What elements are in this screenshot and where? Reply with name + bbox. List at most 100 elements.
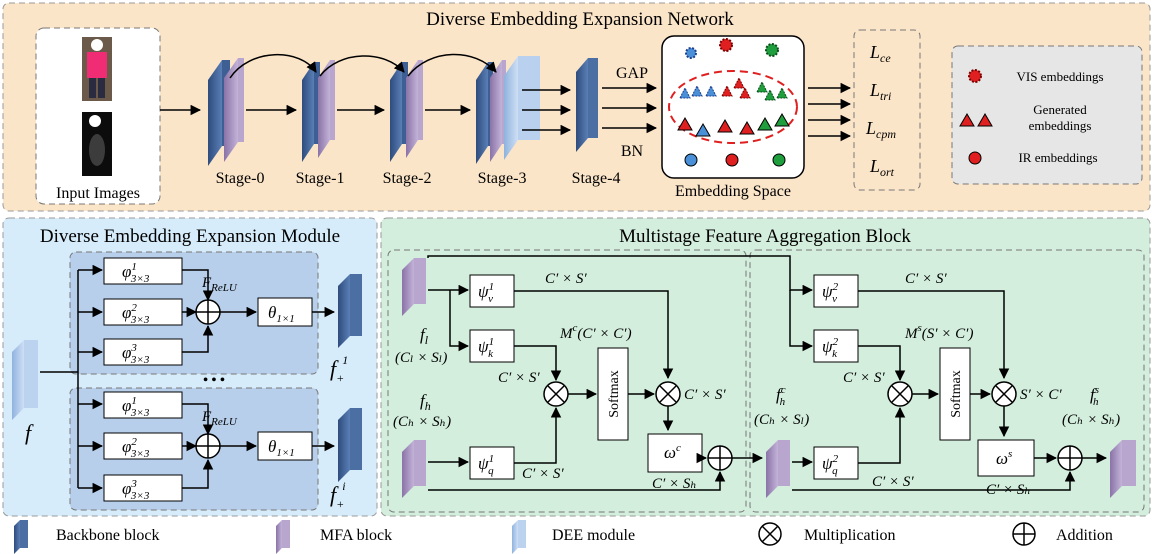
mfa-left-fl-block (402, 258, 426, 316)
dee-input-symbol: f (25, 420, 34, 445)
backbone-legend-label: Backbone block (56, 527, 160, 544)
dee-theta-1-label: θ1×1 (268, 303, 295, 325)
dee-conv-i-2 (103, 432, 183, 460)
ir-legend-icon (968, 151, 982, 165)
mfa-fl-dim: (Cₗ × Sₗ) (395, 350, 447, 366)
mfa-right-fhc-block (766, 440, 790, 498)
stage-3-label: Stage-3 (478, 170, 527, 187)
dee-legend-label: DEE module (552, 527, 635, 544)
stage-0-label: Stage-0 (216, 170, 265, 187)
dee-relu-label-1: FReLU (201, 275, 238, 294)
dee-theta-1 (257, 297, 313, 327)
embedding-space-box (661, 35, 805, 179)
mfa-left-cs-h: C′ × Sₕ (652, 476, 697, 492)
embedding-legend-box (951, 45, 1143, 185)
mfa-fh-dim: (Cₕ × Sₕ) (393, 414, 451, 430)
mfa-block-panel: Multistage Feature Aggregation Block fl … (380, 217, 1151, 517)
mfa-right-cs-q: C′ × S′ (872, 474, 914, 490)
mfa-left-softmax (597, 347, 629, 441)
multiplication-legend-icon (758, 522, 782, 546)
visible-image (82, 37, 112, 101)
stage-0-block (208, 58, 244, 166)
vis-legend-icon (968, 69, 982, 83)
vis-legend-label: VIS embeddings (1016, 69, 1103, 84)
stage-4-label: Stage-4 (572, 170, 621, 187)
dee-input-block (12, 340, 38, 420)
mfa-right-cs-top: C′ × S′ (905, 271, 947, 287)
mfa-right-omega-label: ωs (996, 448, 1012, 468)
mfa-left-stage-box (387, 249, 747, 513)
generated-legend-label-1: Generated (1033, 102, 1087, 117)
stage-2-label: Stage-2 (383, 170, 432, 187)
mfa-left-omega-label: ωc (664, 442, 681, 462)
top-panel-title: Diverse Embedding Expansion Network (426, 9, 734, 30)
loss-ort: Lort (869, 156, 895, 179)
mfa-fhc-dim: (Cₕ × Sₗ) (754, 412, 809, 428)
mfa-psi-v2 (813, 274, 859, 308)
big-triangle-points (677, 113, 790, 137)
gap-label: GAP (616, 65, 648, 82)
mfa-panel-title: Multistage Feature Aggregation Block (619, 226, 911, 247)
mfa-right-omega (977, 439, 1035, 477)
mfa-fh-label: fh (420, 391, 431, 413)
mfa-left-cs-top: C′ × S′ (545, 271, 587, 287)
loss-ce: Lce (869, 42, 891, 65)
dee-output-block-i (338, 408, 362, 482)
dee-conv-1-1 (103, 257, 183, 285)
mfa-psi-k2 (813, 329, 859, 363)
mfa-panel-bg (380, 217, 1151, 517)
dee-output-1-label: f+1 (330, 353, 348, 385)
mfa-fhs-dim: (Cₕ × Sₕ) (1062, 412, 1120, 428)
generated-legend-icon-1 (959, 113, 975, 127)
mfa-right-cs-k: C′ × S′ (843, 370, 885, 386)
mfa-left-cs-k: C′ × S′ (498, 370, 540, 386)
mfa-legend-label: MFA block (320, 527, 392, 544)
mfa-psi-q1 (469, 446, 515, 480)
mfa-left-fh-block (402, 440, 426, 498)
loss-cpm: Lcpm (865, 118, 896, 141)
generated-embedding-points (679, 76, 788, 101)
mfa-right-fhs-block (1110, 440, 1136, 498)
stage-1-label: Stage-1 (296, 170, 345, 187)
mfa-right-stage-box (749, 249, 1145, 513)
mfa-left-cs-q: C′ × S′ (522, 466, 564, 482)
dee-conv-i-1 (103, 391, 183, 419)
mfa-right-sc-mid: S′ × C′ (1020, 387, 1062, 403)
mfa-psi-v1 (469, 274, 515, 308)
dee-output-block-1 (338, 274, 362, 348)
addition-legend-icon (1012, 522, 1036, 546)
bottom-legend: Backbone block MFA block DEE module Mult… (14, 520, 1113, 554)
bn-label: BN (621, 143, 644, 160)
mfa-psi-k1 (469, 329, 515, 363)
generated-legend-label-2: embeddings (1029, 118, 1092, 133)
dee-theta-i (257, 431, 313, 461)
addition-legend-label: Addition (1056, 527, 1113, 544)
dee-output-i-label: f+i (330, 479, 346, 511)
stage-2-block (390, 60, 423, 162)
ir-embedding-points (684, 153, 786, 167)
dee-conv-1-2 (103, 298, 183, 326)
stage-1-block (302, 60, 335, 162)
mfa-left-omega (647, 433, 703, 473)
embedding-cluster-ellipse (668, 70, 798, 144)
infrared-image (82, 112, 112, 176)
mfa-right-m-label: Ms(S′ × C′) (904, 322, 973, 342)
dee-relu-label-i: FReLU (201, 409, 238, 428)
mfa-left-m-label: Mc(C′ × C′) (559, 322, 632, 342)
stage-4-block (576, 58, 598, 152)
